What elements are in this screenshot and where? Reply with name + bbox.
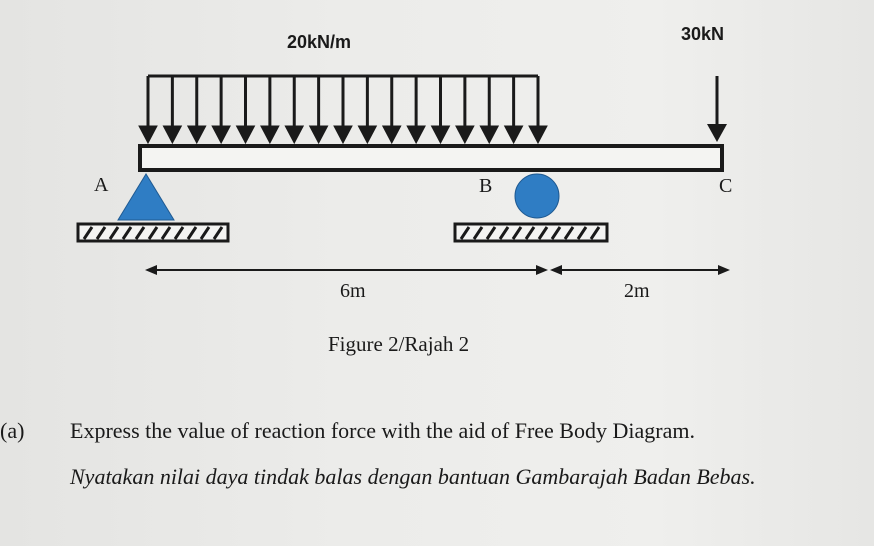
hatch-line — [563, 226, 575, 240]
question-number: (a) — [0, 418, 25, 443]
hatch-line — [524, 226, 536, 240]
hatch-line — [212, 226, 224, 240]
udl-arrow-head — [528, 125, 548, 145]
dimension-ab — [145, 265, 548, 275]
udl-arrow-head — [430, 125, 451, 145]
udl-arrow-head — [284, 125, 305, 145]
point-load-label: 30kN — [681, 24, 725, 44]
question-malay: Nyatakan nilai daya tindak balas dengan … — [70, 464, 756, 489]
hatch-line — [576, 226, 588, 240]
udl-label: 20kN/m — [287, 32, 352, 52]
udl-arrow-head — [381, 125, 402, 145]
hatch-line — [121, 226, 133, 240]
support-a-label: A — [94, 174, 109, 196]
hatch-line — [186, 226, 198, 240]
hatch-line — [498, 226, 510, 240]
beam — [138, 144, 724, 172]
udl-arrow-head — [138, 125, 158, 145]
roller-support-b — [514, 173, 560, 219]
figure-caption: Figure 2/Rajah 2 — [328, 332, 470, 356]
ground-b — [453, 222, 609, 243]
hatch-line — [173, 226, 185, 240]
hatch-line — [95, 226, 107, 240]
hatch-line — [511, 226, 523, 240]
dimension-bc — [550, 265, 730, 275]
hatch-line — [160, 226, 172, 240]
pin-support-a — [117, 173, 175, 221]
udl-arrow-head — [503, 125, 524, 145]
udl-arrow-head — [479, 125, 500, 145]
hatch-line — [108, 226, 120, 240]
udl-arrow-head — [211, 125, 231, 145]
hatch-line — [485, 226, 497, 240]
hatch-line — [134, 226, 146, 240]
hatch-line — [550, 226, 562, 240]
hatch-line — [537, 226, 549, 240]
hatch-line — [589, 226, 601, 240]
support-b-label: B — [479, 175, 493, 197]
udl-arrow-head — [162, 125, 183, 145]
udl-arrow-head — [333, 125, 353, 145]
udl-arrow-head — [308, 125, 329, 145]
hatch-line — [82, 226, 94, 240]
point-load-arrow — [707, 76, 727, 142]
hatch-line — [459, 226, 471, 240]
span-ab-label: 6m — [340, 280, 366, 302]
hatch-line — [147, 226, 159, 240]
hatch-line — [472, 226, 484, 240]
udl-arrow-head — [235, 125, 256, 145]
udl-arrow-head — [260, 125, 280, 145]
span-bc-label: 2m — [624, 280, 650, 302]
udl-arrow-head — [186, 125, 207, 145]
ground-a — [76, 222, 230, 243]
hatch-line — [199, 226, 211, 240]
distributed-load — [138, 74, 548, 145]
udl-arrow-head — [406, 125, 426, 145]
udl-arrow-head — [455, 125, 475, 145]
question-english: Express the value of reaction force with… — [70, 418, 695, 443]
udl-arrow-head — [357, 125, 378, 145]
point-c-label: C — [719, 175, 733, 197]
